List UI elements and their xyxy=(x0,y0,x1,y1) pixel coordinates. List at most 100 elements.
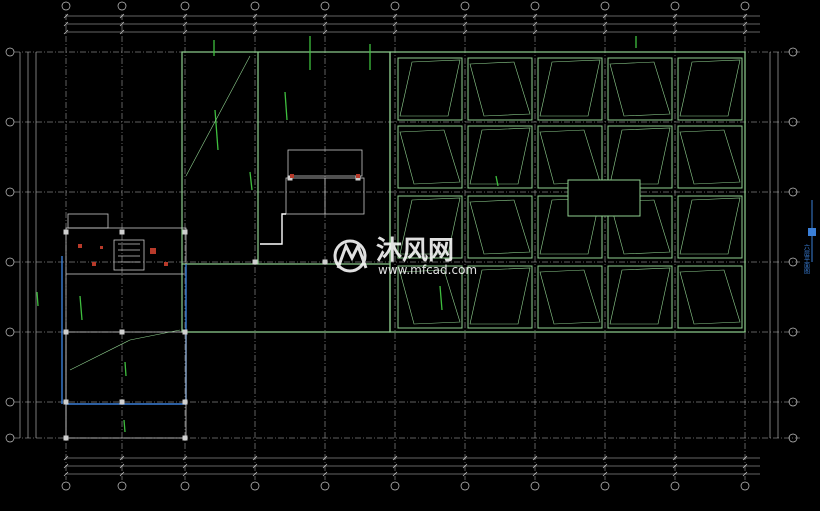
mf-logo-icon xyxy=(333,239,368,273)
fixture-mark xyxy=(290,174,294,178)
roof-panel xyxy=(397,195,463,259)
roof-panel xyxy=(467,195,533,259)
roof-panel xyxy=(677,57,743,121)
dimension-tick xyxy=(252,21,258,27)
dimension-tick xyxy=(462,471,468,477)
roof-panel xyxy=(397,265,463,329)
fixture-mark xyxy=(78,244,82,248)
roof-panel xyxy=(397,57,463,121)
dimension-tick xyxy=(392,463,398,469)
building-walls xyxy=(181,51,746,333)
stair-room xyxy=(65,227,187,275)
roof-panel-slope xyxy=(399,59,461,117)
wall-step xyxy=(260,213,286,245)
axis-bubble-top xyxy=(740,1,750,11)
dimension-tick xyxy=(63,471,69,477)
dimension-tick xyxy=(252,13,258,19)
dimension-tick xyxy=(602,471,608,477)
axis-bubble-top xyxy=(600,1,610,11)
dimension-tick xyxy=(532,471,538,477)
column-square xyxy=(322,259,328,265)
axis-bubble-bottom xyxy=(460,481,470,491)
dimension-tick xyxy=(672,29,678,35)
roof-panel xyxy=(397,125,463,189)
watermark: 沐风网 www.mfcad.com xyxy=(333,236,477,277)
dimension-tick xyxy=(182,29,188,35)
dimension-tick xyxy=(252,471,258,477)
roof-panel-slope xyxy=(399,269,461,325)
column-square xyxy=(119,399,125,405)
axis-bubble-right xyxy=(788,327,798,337)
annotation-leaders xyxy=(36,36,637,433)
dimension-tick xyxy=(742,455,748,461)
dimension-tick xyxy=(532,455,538,461)
axis-bubble-bottom xyxy=(530,481,540,491)
dimension-tick xyxy=(392,13,398,19)
dimension-tick xyxy=(182,21,188,27)
dimension-tick xyxy=(182,463,188,469)
dimension-tick xyxy=(322,21,328,27)
roof-panel-slope xyxy=(679,129,741,185)
column-square xyxy=(252,259,258,265)
dimension-tick xyxy=(182,13,188,19)
dimension-tick xyxy=(119,21,125,27)
axis-bubble-bottom xyxy=(670,481,680,491)
axis-bubble-top xyxy=(390,1,400,11)
dimension-tick xyxy=(322,471,328,477)
central-skylight xyxy=(567,179,641,217)
stair-room-inner xyxy=(113,239,145,271)
axis-bubble-top xyxy=(180,1,190,11)
dimension-tick xyxy=(532,29,538,35)
lower-glass-wing xyxy=(61,256,187,439)
axis-bubble-top xyxy=(117,1,127,11)
roof-panel-slope xyxy=(609,127,671,185)
axis-bubble-left xyxy=(5,397,15,407)
dimension-tick xyxy=(252,455,258,461)
axis-bubble-bottom xyxy=(740,481,750,491)
dimension-tick xyxy=(672,21,678,27)
roof-panel xyxy=(467,125,533,189)
dimension-tick xyxy=(602,13,608,19)
roof-panel-grid xyxy=(397,57,743,329)
balcony xyxy=(67,213,109,229)
roof-panel xyxy=(607,57,673,121)
roof-panel-slope xyxy=(539,59,601,117)
roof-panel xyxy=(607,265,673,329)
fixture-marks xyxy=(78,174,360,266)
dimension-tick xyxy=(392,471,398,477)
roof-panel xyxy=(537,265,603,329)
dimension-tick xyxy=(462,29,468,35)
axis-bubble-left xyxy=(5,187,15,197)
roof-panel-slope xyxy=(539,269,601,325)
dimension-tick xyxy=(322,463,328,469)
axis-bubble-right xyxy=(788,187,798,197)
axis-bubble-right xyxy=(788,433,798,443)
watermark-brand: 沐风网 xyxy=(376,236,454,266)
annotation-leader xyxy=(36,291,39,307)
axis-bubble-top xyxy=(250,1,260,11)
dimension-tick xyxy=(462,13,468,19)
column-square xyxy=(182,435,188,441)
roof-panel-slope xyxy=(679,269,741,325)
elevator-lobby xyxy=(287,149,363,177)
dimension-tick xyxy=(602,463,608,469)
annotation-leader xyxy=(495,175,499,187)
annotation-leader xyxy=(123,419,126,433)
fixture-mark xyxy=(164,262,168,266)
dimension-tick xyxy=(532,13,538,19)
right-wing-outline xyxy=(389,51,746,333)
column-square xyxy=(63,229,69,235)
dimension-tick xyxy=(119,29,125,35)
axis-bubble-right xyxy=(788,117,798,127)
roof-panel-slope xyxy=(679,59,741,117)
dimension-tick xyxy=(252,29,258,35)
dimension-tick xyxy=(742,463,748,469)
dimension-tick xyxy=(462,463,468,469)
dimension-tick xyxy=(252,463,258,469)
axis-bubble-bottom xyxy=(117,481,127,491)
column-square xyxy=(119,229,125,235)
roof-panel xyxy=(677,265,743,329)
annotation-leader xyxy=(79,295,83,321)
roof-panel-slope xyxy=(609,61,671,117)
